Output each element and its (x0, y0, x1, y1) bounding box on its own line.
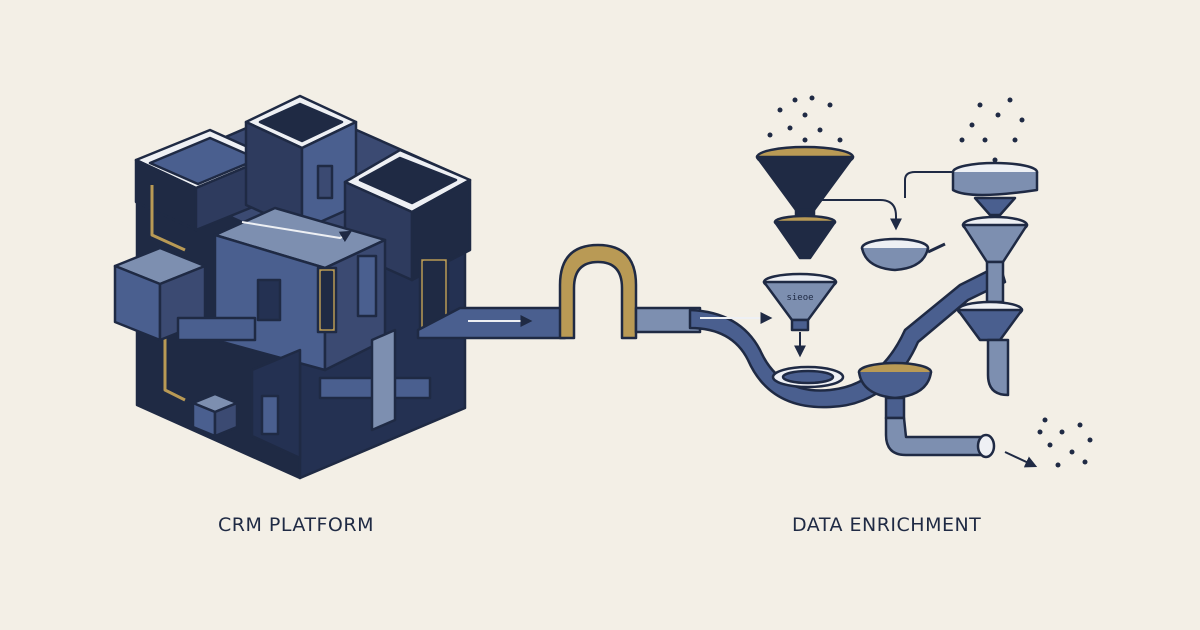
particles-output (1037, 417, 1093, 468)
connector-pipe (416, 243, 702, 340)
funnel-second (773, 214, 837, 260)
tower-back-center (244, 94, 358, 232)
sieve-funnel: sieoe (762, 272, 838, 332)
particles-right (959, 97, 1025, 163)
funnel-lower (857, 361, 933, 420)
crm-platform-illustration (113, 94, 472, 480)
tower-right (343, 148, 472, 282)
data-enrichment-illustration: sieoe (688, 95, 1093, 468)
funnel-top (755, 145, 855, 224)
funnel-right-middle (961, 215, 1029, 304)
outlet-pipe (884, 416, 987, 457)
funnel-right-top (904, 161, 1039, 217)
strainer-bowl (860, 237, 946, 272)
sieve-label: sieoe (786, 293, 813, 303)
particles-top (767, 95, 843, 143)
small-cube (191, 392, 239, 438)
crm-platform-label: CRM PLATFORM (218, 514, 374, 536)
data-enrichment-label: DATA ENRICHMENT (792, 514, 982, 536)
funnel-right-bottom (956, 300, 1024, 397)
